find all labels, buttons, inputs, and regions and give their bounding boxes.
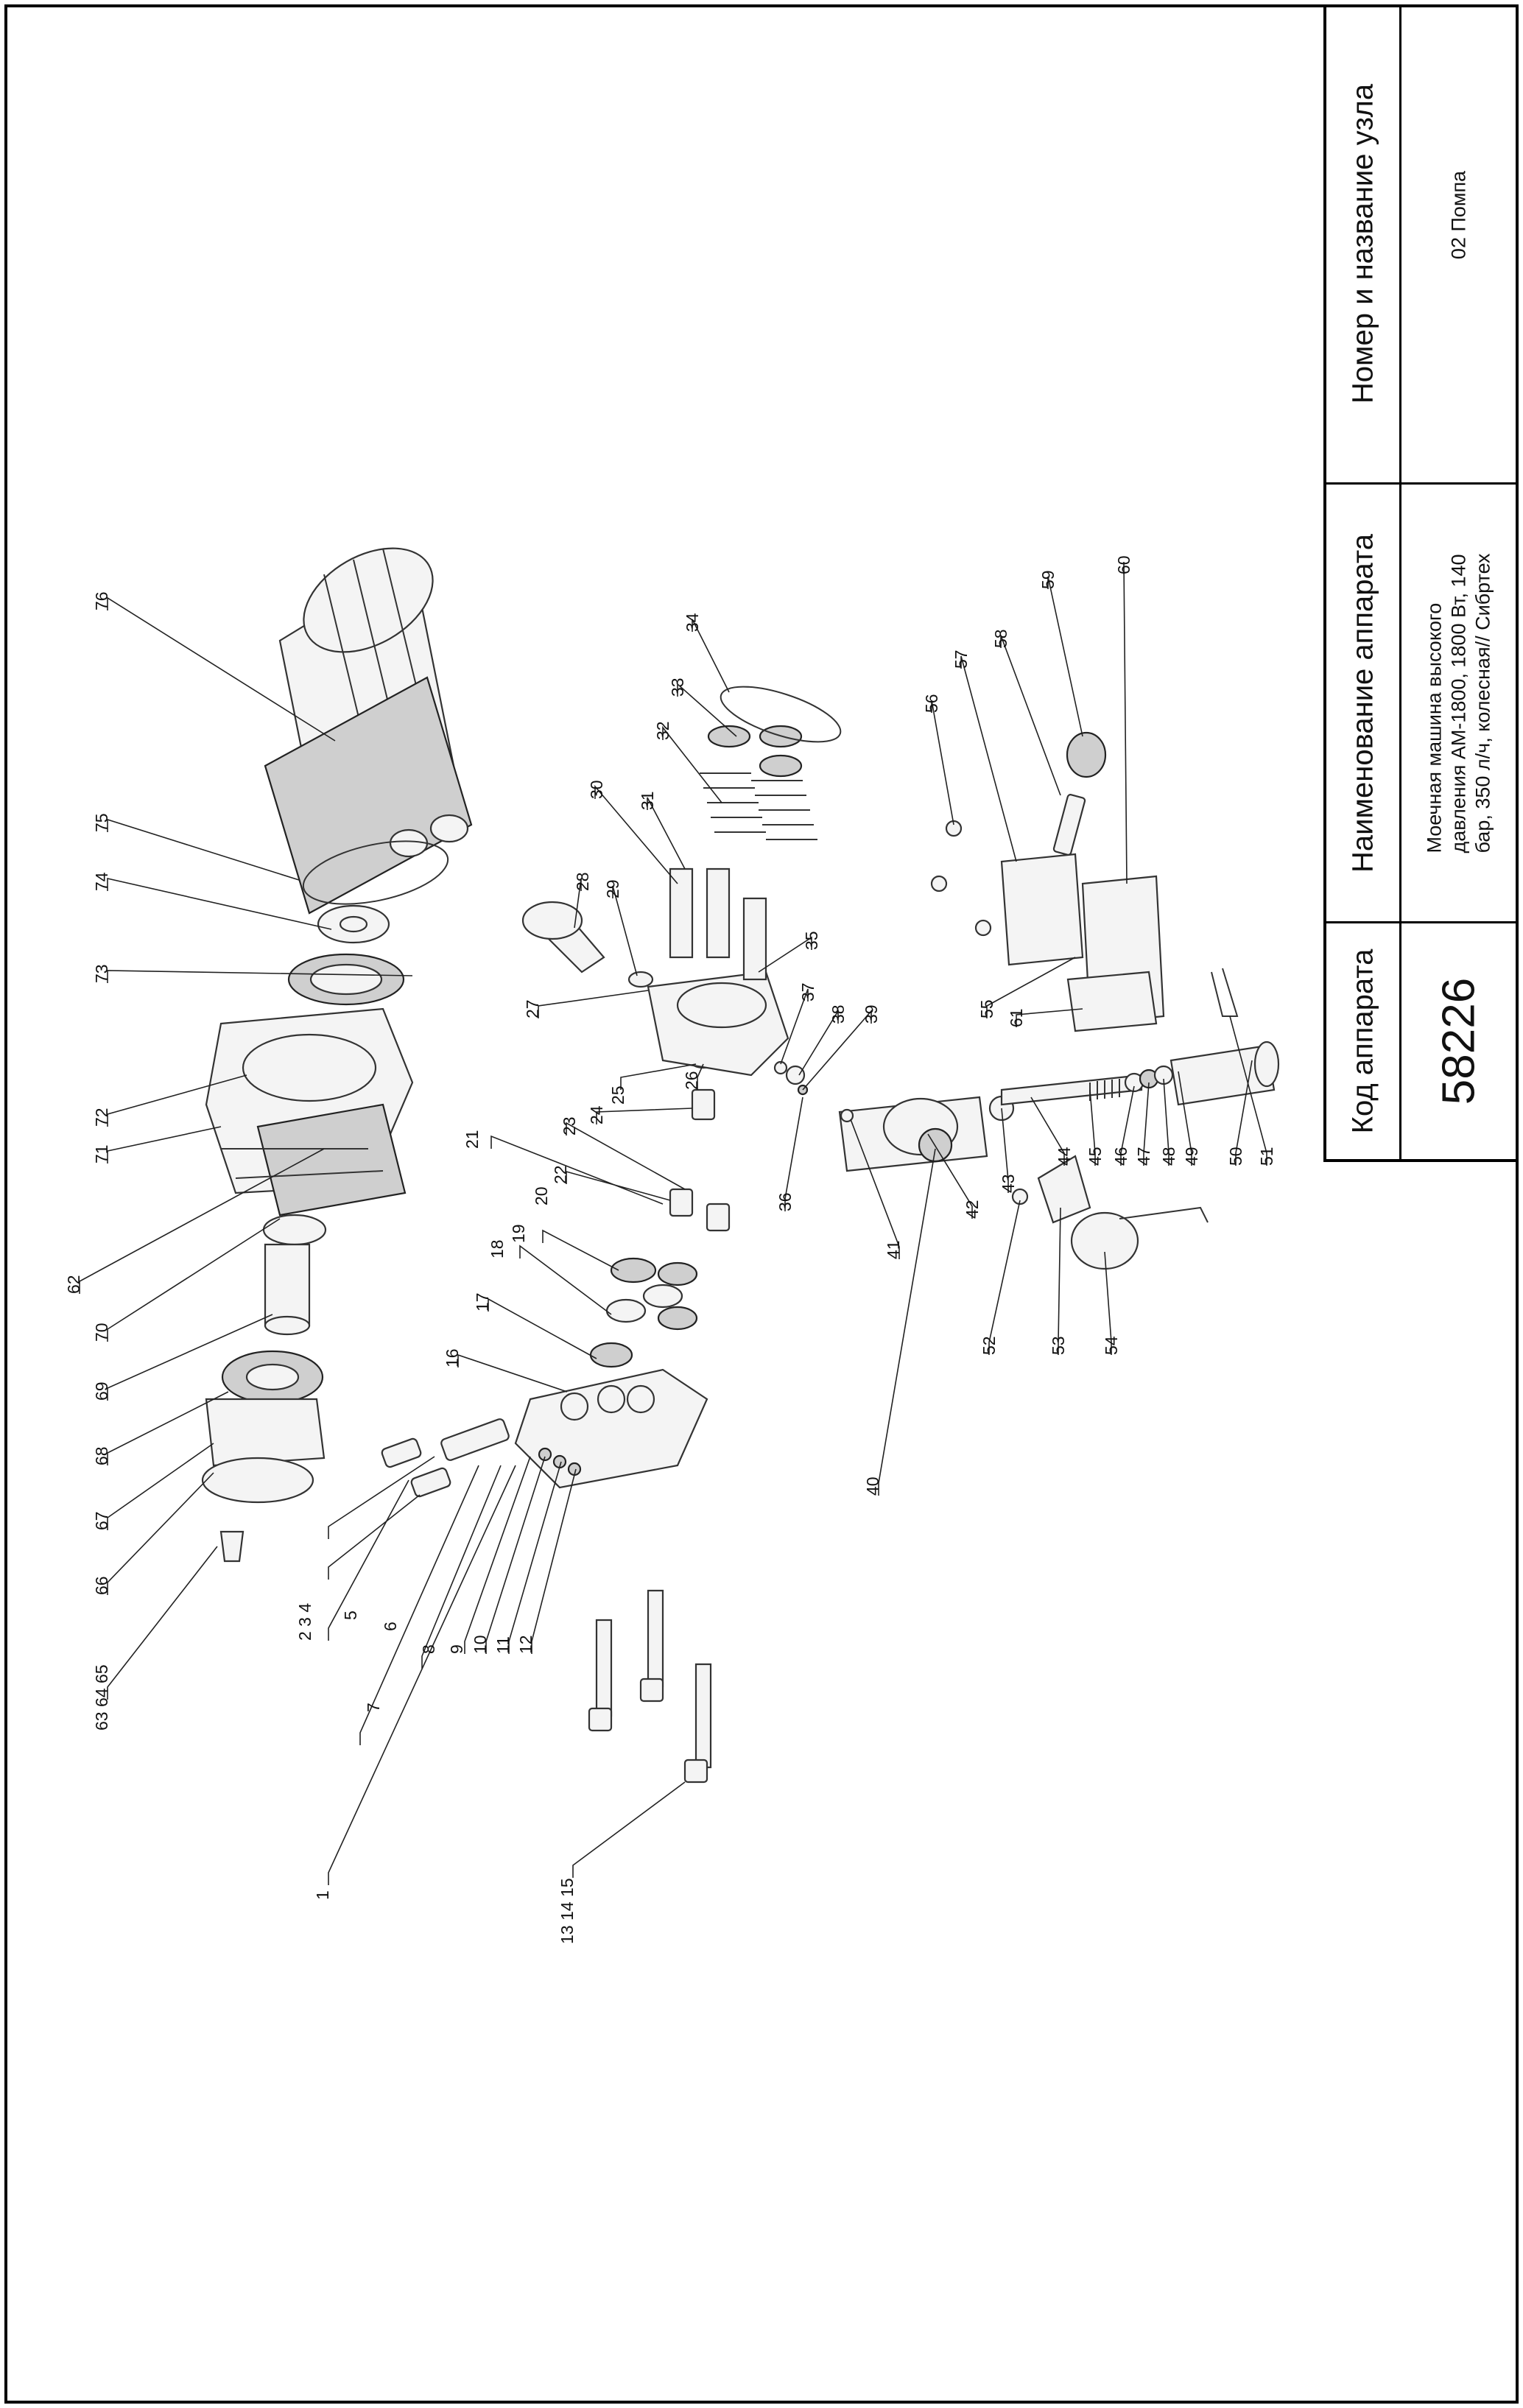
callout-54: 54	[1102, 1336, 1121, 1355]
callout-59: 59	[1038, 570, 1058, 589]
callout-35: 35	[802, 931, 821, 950]
callout-10: 10	[471, 1635, 490, 1654]
unloader-valve-assembly	[838, 1041, 1280, 1172]
callout-41: 41	[884, 1240, 903, 1259]
callout-27: 27	[523, 999, 542, 1018]
unit-value: 02 Помпа	[1447, 170, 1470, 259]
callout-76: 76	[92, 591, 111, 610]
tb-row-name: Наименование аппарата Моечная машина выс…	[1326, 485, 1519, 923]
callout-58: 58	[991, 629, 1010, 648]
callout-23: 23	[560, 1116, 579, 1136]
unit-header: Номер и название узла	[1346, 83, 1379, 404]
callout-60: 60	[1114, 555, 1133, 574]
callout-70: 70	[92, 1323, 111, 1342]
callout-18: 18	[488, 1239, 507, 1258]
callout-16: 16	[443, 1348, 462, 1367]
callout-13-14-15: 13 14 15	[558, 1878, 577, 1944]
callout-67: 67	[92, 1511, 111, 1530]
leader-lines	[79, 561, 1267, 1885]
callout-66: 66	[92, 1576, 111, 1595]
callout-47: 47	[1134, 1147, 1153, 1166]
exploded-pump-diagram: 76 75 74 73 72 71 62 70 69 68 67 66 63 6…	[64, 547, 1280, 1944]
name-line-1: Моечная машина высокого	[1423, 602, 1446, 853]
callout-40: 40	[863, 1476, 882, 1496]
callout-28: 28	[573, 872, 592, 891]
callout-1: 1	[313, 1890, 332, 1900]
callout-29: 29	[603, 879, 622, 898]
callout-7: 7	[364, 1703, 383, 1712]
callout-12: 12	[516, 1635, 535, 1654]
cylinder-head-assembly	[521, 686, 842, 1077]
tb-row-unit: Номер и название узла 02 Помпа	[1326, 4, 1519, 485]
callout-6: 6	[381, 1622, 400, 1631]
callout-33: 33	[668, 677, 687, 697]
code-header: Код аппарата	[1346, 948, 1379, 1134]
name-header: Наименование аппарата	[1346, 533, 1379, 873]
callout-75: 75	[92, 813, 111, 832]
name-line-2: давления АМ-1800, 1800 Вт, 140	[1447, 553, 1470, 853]
pressure-switch-assembly	[1011, 968, 1239, 1270]
name-line-3: бар, 350 л/ч, колесная// Сибртех	[1471, 552, 1494, 853]
callout-34: 34	[683, 613, 702, 632]
callout-48: 48	[1159, 1147, 1178, 1166]
callout-44: 44	[1055, 1147, 1074, 1166]
long-bolts	[588, 1589, 712, 1784]
callout-74: 74	[92, 872, 111, 891]
callout-68: 68	[92, 1446, 111, 1465]
callout-26: 26	[682, 1071, 701, 1090]
callout-31: 31	[638, 791, 657, 810]
callout-43: 43	[999, 1174, 1018, 1193]
callout-20: 20	[532, 1186, 551, 1205]
callout-37: 37	[798, 982, 817, 1001]
title-block: Номер и название узла 02 Помпа Наименова…	[1323, 4, 1519, 1162]
callout-labels: 76 75 74 73 72 71 62 70 69 68 67 66 63 6…	[64, 555, 1276, 1944]
gear-and-bearing	[287, 840, 449, 1006]
callout-32: 32	[653, 721, 672, 740]
seals-and-valves	[589, 1052, 731, 1368]
callout-19: 19	[509, 1224, 528, 1243]
callout-57: 57	[952, 649, 971, 669]
callout-71: 71	[92, 1144, 111, 1163]
callout-56: 56	[922, 694, 941, 713]
tb-row-code: Код аппарата 58226	[1326, 923, 1519, 1159]
code-value: 58226	[1433, 977, 1485, 1105]
callout-25: 25	[608, 1085, 627, 1105]
callout-2-3-4: 2 3 4	[295, 1603, 314, 1641]
callout-9: 9	[447, 1644, 466, 1654]
drawing-sheet	[4, 4, 1519, 2404]
wobble-plate-assembly	[201, 1214, 327, 1563]
callout-30: 30	[587, 780, 606, 799]
bypass-block-assembly	[930, 731, 1165, 1032]
check-valve-parts	[773, 1060, 809, 1096]
callout-69: 69	[92, 1381, 111, 1401]
callout-63-64-65: 63 64 65	[92, 1664, 111, 1731]
callout-11: 11	[493, 1636, 513, 1654]
callout-49: 49	[1182, 1147, 1201, 1166]
callout-45: 45	[1086, 1147, 1105, 1166]
callout-72: 72	[92, 1108, 111, 1127]
callout-8: 8	[419, 1644, 438, 1654]
name-value: Моечная машина высокого давления АМ-1800…	[1423, 553, 1496, 853]
callout-38: 38	[829, 1004, 848, 1024]
callout-73: 73	[92, 964, 111, 983]
callout-17: 17	[473, 1292, 492, 1312]
callout-24: 24	[587, 1105, 606, 1124]
callout-53: 53	[1049, 1336, 1068, 1355]
callout-36: 36	[775, 1192, 795, 1211]
callout-21: 21	[462, 1130, 482, 1149]
callout-52: 52	[979, 1336, 999, 1355]
pump-housing	[205, 1007, 414, 1217]
callout-61: 61	[1007, 1008, 1026, 1027]
callout-42: 42	[963, 1200, 982, 1219]
callout-62: 62	[64, 1275, 83, 1294]
callout-5: 5	[341, 1610, 360, 1620]
pump-head-assembly	[381, 1368, 708, 1498]
motor-assembly	[264, 547, 473, 915]
callout-39: 39	[862, 1004, 881, 1024]
callout-55: 55	[977, 999, 996, 1018]
callout-51: 51	[1257, 1147, 1276, 1166]
callout-46: 46	[1111, 1147, 1130, 1166]
callout-50: 50	[1226, 1147, 1245, 1166]
callout-22: 22	[551, 1165, 570, 1184]
